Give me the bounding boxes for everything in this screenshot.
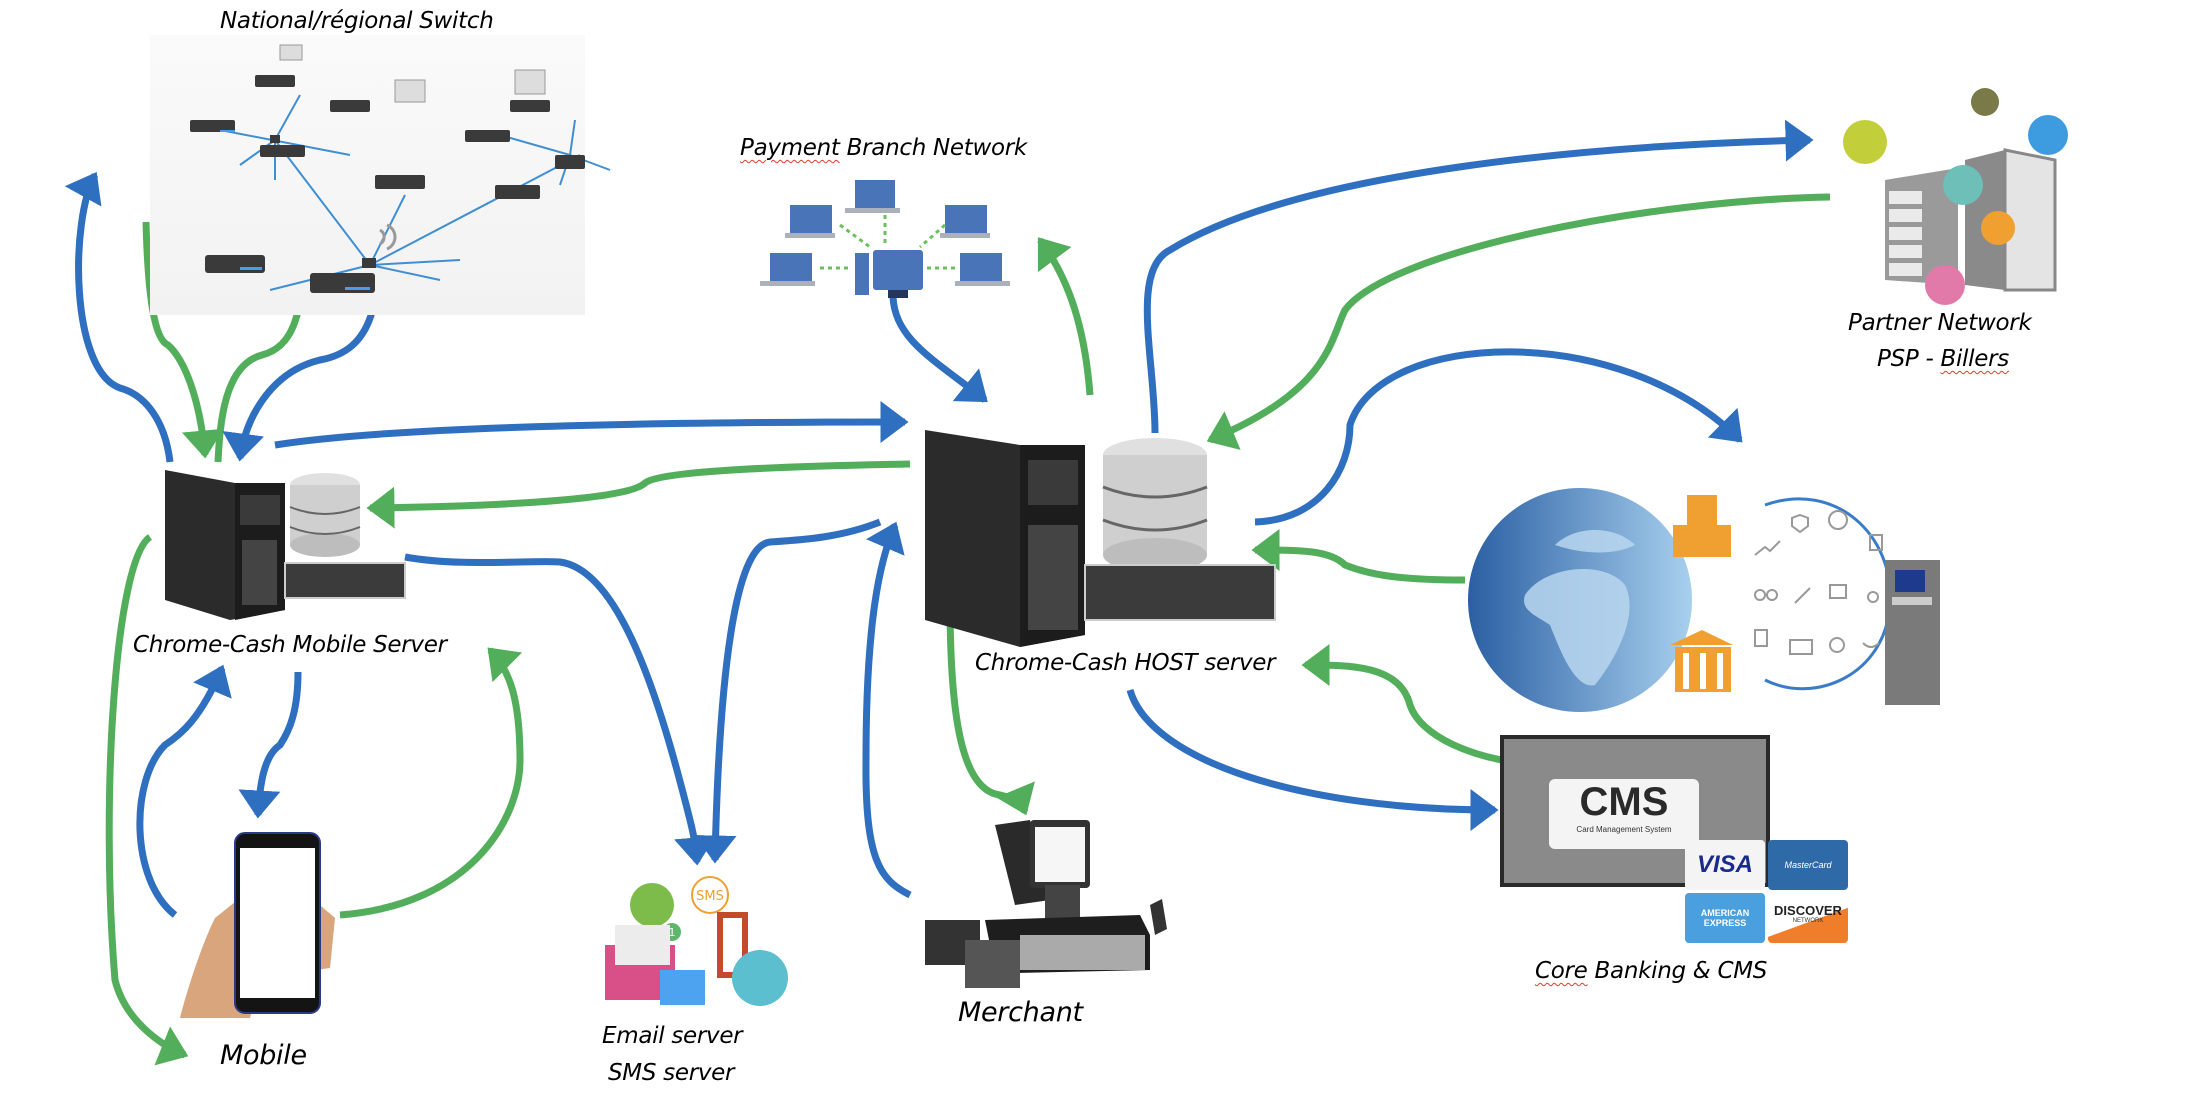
office-building-icon <box>1673 495 1731 557</box>
certificate-icon <box>1754 629 1768 647</box>
arrow-mobile-server-to-email <box>404 553 716 866</box>
notification-badge: 1 <box>669 926 676 939</box>
arrow-host-to-cms <box>1126 688 1499 831</box>
server-tower-icon <box>165 470 406 620</box>
mobile-server-node[interactable] <box>160 465 410 625</box>
devices-icon <box>1829 584 1847 599</box>
partner-network-node[interactable] <box>1830 80 2070 315</box>
arrow-mobile-to-mobile-server <box>136 664 232 918</box>
arrow-switch-to-mobile-server <box>142 221 224 459</box>
core-banking-node[interactable] <box>1465 485 1945 715</box>
mail-icon <box>660 970 705 1005</box>
host-server-label: Chrome-Cash HOST server <box>975 650 1276 676</box>
cms-node[interactable]: CMS Card Management System VISA MasterCa… <box>1500 735 1855 945</box>
pos-terminal-icon <box>925 820 1167 988</box>
core-banking-label-rest: Banking & CMS <box>1587 958 1768 984</box>
email-server-label: Email server <box>602 1023 743 1049</box>
core-banking-label-word1: Core <box>1535 958 1588 984</box>
national-switch-label: National/régional Switch <box>220 8 494 34</box>
chart-up-icon <box>1754 540 1781 556</box>
payment-branch-label: Payment Branch Network <box>740 135 1027 161</box>
host-server-node[interactable] <box>920 425 1280 650</box>
key-icon <box>1867 591 1879 603</box>
arrow-cms-to-host <box>1301 644 1541 769</box>
arrow-host-to-mobile-server <box>366 460 911 529</box>
arrow-mobile-server-to-switch-left <box>64 171 174 463</box>
mobile-server-label: Chrome-Cash Mobile Server <box>133 632 447 658</box>
arrow-host-to-partner <box>1143 119 1814 434</box>
arrow-merchant-to-host <box>862 521 912 899</box>
discover-title: DISCOVER <box>1774 903 1842 918</box>
arrow-host-to-core <box>1254 348 1743 526</box>
partner-network-label-line2: PSP - Billers <box>1877 346 2009 372</box>
partner-servers-icon <box>1843 88 2068 305</box>
arrow-host-to-merchant <box>946 599 1035 816</box>
arrow-mobile-server-to-mobile-left <box>105 534 189 1066</box>
amex-card: AMERICAN EXPRESS <box>1685 893 1765 943</box>
server-tower-icon <box>925 430 1276 647</box>
core-banking-label: Core Banking & CMS <box>1535 958 1767 984</box>
merchant-label: Merchant <box>958 997 1083 1028</box>
cms-title: CMS <box>1579 780 1669 824</box>
binoculars-icon <box>1754 589 1766 601</box>
sms-server-label: SMS server <box>608 1060 735 1086</box>
branch-network-icon <box>760 180 1010 298</box>
merchant-node[interactable] <box>905 815 1175 988</box>
mastercard-card: MasterCard <box>1768 840 1848 890</box>
credit-card-icon <box>1789 639 1813 655</box>
visa-card: VISA <box>1685 840 1765 890</box>
national-switch-node[interactable] <box>150 35 611 315</box>
partner-label-billers: Billers <box>1940 346 2009 372</box>
cms-subtitle: Card Management System <box>1576 825 1672 834</box>
atm-icon <box>1885 560 1940 705</box>
email-sms-icon: 1 SMS <box>605 876 788 1006</box>
arrow-host-to-email <box>694 518 882 864</box>
arrow-mobile-server-to-host <box>274 401 909 449</box>
arrow-branch-to-host <box>889 296 988 403</box>
email-sms-node[interactable]: 1 SMS <box>600 870 800 1015</box>
sms-bubble: SMS <box>696 889 724 904</box>
smartphone-icon <box>180 832 335 1018</box>
arrow-mobile-server-to-mobile <box>238 671 302 819</box>
arrow-partner-to-host <box>1206 193 1831 450</box>
globe-bank-icon <box>1468 488 1940 712</box>
partner-network-label-line1: Partner Network <box>1848 310 2032 336</box>
settings-gear-icon <box>1829 637 1845 653</box>
partner-label-prefix: PSP - <box>1877 346 1941 372</box>
discover-sub: NETWORK <box>1792 918 1824 924</box>
hand-coins-icon <box>1862 642 1880 648</box>
mobile-message-icon <box>732 950 788 1006</box>
mobile-node[interactable] <box>180 828 340 1018</box>
payment-branch-label-rest: Branch Network <box>839 135 1028 161</box>
arrow-host-to-branch <box>1037 237 1094 396</box>
payment-branch-node[interactable] <box>745 175 1045 300</box>
gauge-icon <box>1828 510 1848 530</box>
chat-mail-icon <box>630 883 674 927</box>
arrow-core-to-host <box>1251 529 1466 584</box>
payment-branch-label-word1: Payment <box>740 135 840 161</box>
arrow-mobile-to-mobile-server-right <box>339 647 524 919</box>
network-switch-icon <box>190 44 611 293</box>
discover-card: DISCOVER NETWORK <box>1768 893 1848 943</box>
shield-icon <box>1791 513 1809 534</box>
document-icon <box>1869 534 1883 551</box>
mobile-label: Mobile <box>220 1040 307 1071</box>
globe-bubble-icon <box>1843 120 1887 164</box>
pen-icon <box>1794 587 1811 604</box>
